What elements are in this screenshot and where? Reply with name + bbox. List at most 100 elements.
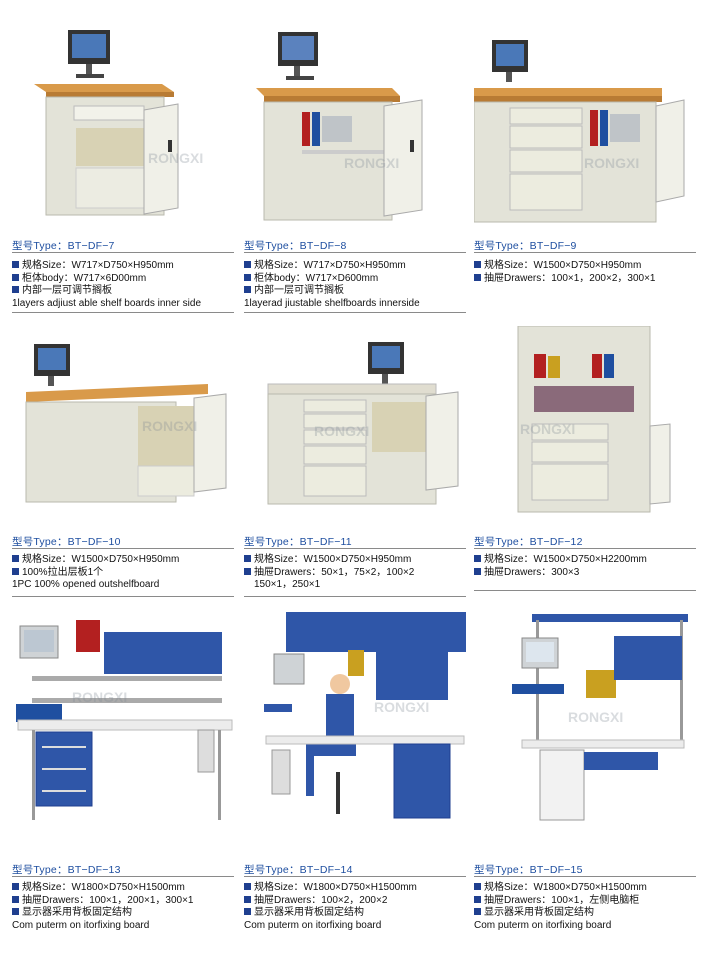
spec-text: 规格Size：W1500×D750×H950mm [22,554,180,565]
divider [12,252,234,253]
spec-text: 规格Size：W1500×D750×H950mm [484,260,642,271]
product-photo: RONGXI [34,30,203,216]
product-photo: RONGXI [25,344,227,503]
square-bullet-icon [244,908,251,915]
square-bullet-icon [12,555,19,562]
spec-line: 抽屉Drawers：100×1，200×2，300×1 [474,273,655,286]
product-photo: RONGXI [264,612,466,819]
spec-text: 抽屉Drawers：50×1，75×2，100×2 [254,566,415,578]
spec-line: 1layers adjiust able shelf boards inner … [12,298,201,311]
svg-text:RONGXI: RONGXI [520,421,575,437]
square-bullet-icon [244,273,251,281]
square-bullet-icon [474,555,481,562]
spec-text: 抽屉Drawers：300×3 [484,566,580,578]
type-label: 型号Type：BT−DF−8 [244,240,347,252]
square-bullet-icon [244,555,251,562]
spec-text: 抽屉Drawers：100×1，200×1，300×1 [22,894,194,906]
spec-text: 100%拉出层板1个 [22,566,104,578]
svg-text:RONGXI: RONGXI [568,709,623,725]
spec-line: 100%拉出层板1个 [12,567,179,580]
spec-line: 1layerad jiustable shelfboards innerside [244,298,420,311]
svg-text:RONGXI: RONGXI [72,689,127,705]
divider [244,312,466,313]
svg-text:RONGXI: RONGXI [148,150,203,166]
svg-text:RONGXI: RONGXI [584,155,639,171]
spec-text: 规格Size：W717×D750×H950mm [22,260,174,271]
product-card: RONGXI 型号Type：BT−DF−7 规格Size：W717×D750×H… [12,28,234,318]
spec-text: 显示器采用背板固定结构 [22,907,132,918]
spec-text: 抽屉Drawers：100×1，200×2，300×1 [484,272,656,284]
spec-text: Com puterm on itorfixing board [12,919,150,931]
type-label: 型号Type：BT−DF−7 [12,240,115,252]
product-photo: RONGXI [267,342,459,505]
spec-line: 规格Size：W1500×D750×H950mm [474,260,655,273]
product-card: RONGXI 型号Type：BT−DF−9 规格Size：W1500×D750×… [474,28,696,318]
square-bullet-icon [474,273,481,281]
product-card: RONGXI 型号Type：BT−DF−11 规格Size：W1500×D750… [244,336,466,606]
spec-line: 规格Size：W1800×D750×H1500mm [474,882,647,895]
product-card: RONGXI 型号Type：BT−DF−15 规格Size：W1800×D750… [474,612,696,942]
product-photo: RONGXI [474,40,685,223]
divider [474,252,696,253]
square-bullet-icon [12,883,19,890]
product-card: RONGXI 型号Type：BT−DF−12 规格Size：W1500×D750… [474,326,696,606]
spec-line: 规格Size：W1500×D750×H2200mm [474,554,647,567]
square-bullet-icon [12,286,19,293]
spec-text: 规格Size：W1800×D750×H1500mm [484,882,647,893]
spec-text: 显示器采用背板固定结构 [254,907,364,918]
spec-text: 抽屉Drawers：100×2，200×2 [254,894,388,906]
spec-text: 柜体body：W717×6D00mm [22,272,147,284]
divider [12,548,234,549]
spec-line: 内部一层可调节搁板 [12,285,201,298]
square-bullet-icon [474,895,481,903]
square-bullet-icon [474,261,481,268]
type-label: 型号Type：BT−DF−13 [12,864,121,876]
type-label: 型号Type：BT−DF−11 [244,536,352,548]
divider [12,596,234,597]
spec-text: 规格Size：W1800×D750×H1500mm [254,882,417,893]
divider [12,876,234,877]
spec-line: 规格Size：W1500×D750×H950mm [12,554,179,567]
type-label: 型号Type：BT−DF−14 [244,864,353,876]
square-bullet-icon [244,895,251,903]
spec-text: 抽屉Drawers：100×1，左侧电脑柜 [484,894,640,906]
square-bullet-icon [12,261,19,268]
divider [244,548,466,549]
divider [474,590,696,591]
spec-line: 柜体body：W717×D600mm [244,273,420,286]
divider [244,596,466,597]
product-card: RONGXI 型号Type：BT−DF−8 规格Size：W717×D750×H… [244,28,466,318]
square-bullet-icon [12,567,19,575]
type-label: 型号Type：BT−DF−10 [12,536,121,548]
spec-line: 抽屉Drawers：100×1，左侧电脑柜 [474,895,647,908]
product-card: RONGXI 型号Type：BT−DF−13 规格Size：W1800×D750… [12,612,234,942]
spec-line: 柜体body：W717×6D00mm [12,273,201,286]
type-label: 型号Type：BT−DF−12 [474,536,583,548]
spec-line: 抽屉Drawers：100×2，200×2 [244,895,417,908]
spec-text: 内部一层可调节搁板 [254,285,344,296]
spec-line: 规格Size：W717×D750×H950mm [244,260,420,273]
type-label: 型号Type：BT−DF−9 [474,240,577,252]
square-bullet-icon [244,567,251,575]
square-bullet-icon [244,286,251,293]
spec-line: 150×1，250×1 [244,579,414,592]
square-bullet-icon [244,883,251,890]
divider [474,548,696,549]
square-bullet-icon [474,908,481,915]
product-card: RONGXI 型号Type：BT−DF−10 规格Size：W1500×D750… [12,336,234,606]
square-bullet-icon [12,273,19,281]
divider [244,876,466,877]
spec-line: 规格Size：W1800×D750×H1500mm [244,882,417,895]
spec-line: 抽屉Drawers：300×3 [474,567,647,580]
spec-line: 显示器采用背板固定结构 [474,907,647,920]
square-bullet-icon [474,567,481,575]
svg-text:RONGXI: RONGXI [314,423,369,439]
spec-line: 内部一层可调节搁板 [244,285,420,298]
spec-line: Com puterm on itorfixing board [474,920,647,933]
svg-text:RONGXI: RONGXI [142,418,197,434]
svg-text:RONGXI: RONGXI [344,155,399,171]
